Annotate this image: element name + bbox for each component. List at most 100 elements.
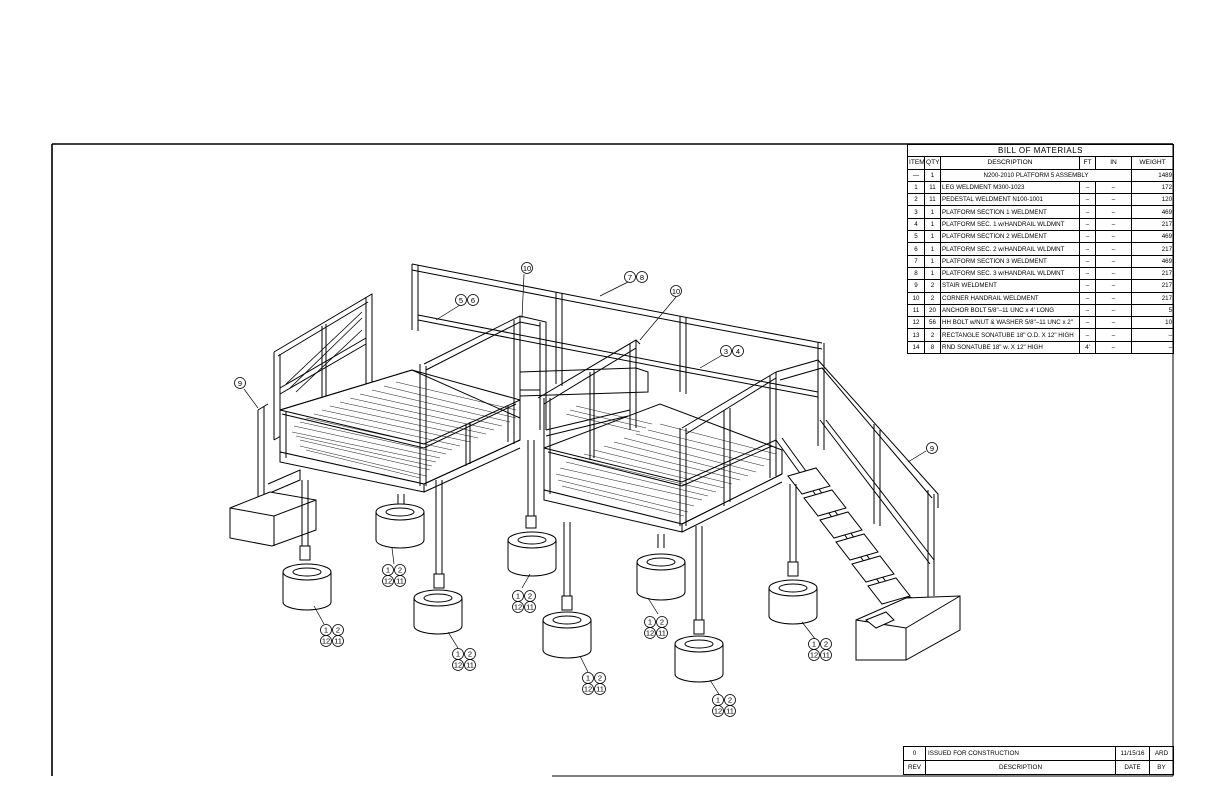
svg-text:7: 7 — [628, 273, 632, 282]
bom-cell-item: 3 — [907, 205, 925, 219]
bom-cell-description: N200-2010 PLATFORM 5 ASSEMBLY — [940, 168, 1132, 182]
callout-number: 1 — [386, 566, 390, 575]
callout-number: 12 — [584, 685, 592, 694]
svg-text:10: 10 — [672, 287, 680, 296]
callout-number: 12 — [810, 651, 818, 660]
bom-cell-in: – — [1095, 340, 1132, 355]
bom-cell-weight: 10 — [1130, 316, 1175, 330]
callout-section-3: 7 8 — [624, 271, 648, 283]
callout-number: 1 — [516, 592, 520, 601]
bom-cell-item: 2 — [907, 193, 925, 207]
pedestal — [282, 480, 332, 611]
callout-number: 11 — [334, 637, 342, 646]
revision-number: 0 — [903, 746, 926, 761]
callout-section-2: 5 6 — [455, 294, 479, 306]
callout-number: 12 — [384, 577, 392, 586]
callout-balloon — [656, 627, 668, 639]
pedestal — [375, 494, 425, 549]
bom-cell-in: – — [1095, 254, 1132, 268]
bom-cell-qty: 1 — [924, 168, 941, 182]
bom-assembly-row: — 1 N200-2010 PLATFORM 5 ASSEMBLY 1489 — [907, 168, 1175, 182]
bom-cell-qty: 11 — [924, 180, 941, 195]
svg-text:6: 6 — [471, 296, 475, 305]
bom-cell-description: PLATFORM SECTION 2 WELDMENT — [940, 230, 1080, 244]
bom-cell-ft: – — [1079, 254, 1096, 268]
callout-number: 11 — [596, 685, 604, 694]
revision-row: 0 ISSUED FOR CONSTRUCTION 11/15/16 ARD — [903, 746, 1174, 761]
bom-cell-in: – — [1095, 266, 1132, 281]
bom-title: BILL OF MATERIALS — [906, 143, 1175, 158]
callout-number: 11 — [396, 577, 404, 586]
callout-number: 1 — [324, 626, 328, 635]
callout-balloon — [644, 627, 656, 639]
bom-cell-weight: 1489 — [1130, 168, 1175, 182]
leader-lines — [243, 273, 927, 697]
callout-number: 2 — [468, 650, 472, 659]
left-platform — [279, 315, 547, 493]
bom-header-in: IN — [1095, 156, 1132, 170]
svg-text:9: 9 — [238, 379, 242, 388]
callout-number: 11 — [726, 707, 734, 716]
callout-stair-left: 9 — [234, 377, 246, 389]
bom-cell-weight: 217 — [1130, 266, 1175, 281]
bom-cell-description: PLATFORM SEC. 3 w/HANDRAIL WLDMNT — [940, 266, 1080, 281]
bom-cell-item: 8 — [907, 266, 925, 281]
callout-number: 11 — [526, 603, 534, 612]
pedestal — [413, 480, 463, 635]
bom-cell-item: 6 — [907, 242, 925, 256]
callout-number: 11 — [466, 661, 474, 670]
pedestal — [542, 522, 592, 659]
callout-number: 2 — [660, 618, 664, 627]
revision-header-date: DATE — [1115, 760, 1150, 775]
bom-cell-weight: – — [1130, 328, 1175, 342]
callout-number: 2 — [824, 640, 828, 649]
bom-cell-qty: 1 — [924, 266, 941, 281]
bom-cell-item: 5 — [907, 230, 925, 244]
callout-number: 1 — [456, 650, 460, 659]
bom-cell-qty: 1 — [924, 254, 941, 268]
bom-cell-ft: – — [1079, 328, 1096, 342]
bom-cell-qty: 2 — [924, 291, 941, 305]
bom-cell-in: – — [1095, 303, 1132, 318]
bom-cell-weight: 217 — [1130, 217, 1175, 232]
bom-cell-ft: – — [1079, 303, 1096, 318]
bom-cell-description: CORNER HANDRAIL WELDMENT — [940, 291, 1080, 305]
bom-cell-weight: 120 — [1130, 193, 1175, 207]
callout-balloon — [724, 705, 736, 717]
bom-cell-weight: 217 — [1130, 291, 1175, 305]
bom-cell-ft: – — [1079, 180, 1096, 195]
bom-header-item: ITEM — [907, 156, 925, 170]
revision-by: ARD — [1149, 746, 1174, 761]
callout-balloon — [512, 601, 524, 613]
callout-stair-right: 9 — [926, 442, 938, 454]
revision-header-row: REV DESCRIPTION DATE BY — [903, 760, 1174, 775]
callout-balloon — [524, 601, 536, 613]
bom-cell-qty: 1 — [924, 242, 941, 256]
callout-balloon — [452, 659, 464, 671]
bom-cell-description: PLATFORM SECTION 1 WELDMENT — [940, 205, 1080, 219]
bom-cell-qty: 2 — [924, 328, 941, 342]
bom-cell-weight: 217 — [1130, 279, 1175, 293]
svg-text:3: 3 — [724, 347, 728, 356]
bom-cell-item: 12 — [907, 316, 925, 330]
bom-cell-qty: 8 — [924, 340, 941, 355]
bom-cell-ft: – — [1079, 217, 1096, 232]
callout-balloon — [464, 659, 476, 671]
bom-cell-item: 13 — [907, 328, 925, 342]
bom-cell-item: 9 — [907, 279, 925, 293]
bom-cell-ft: – — [1079, 266, 1096, 281]
